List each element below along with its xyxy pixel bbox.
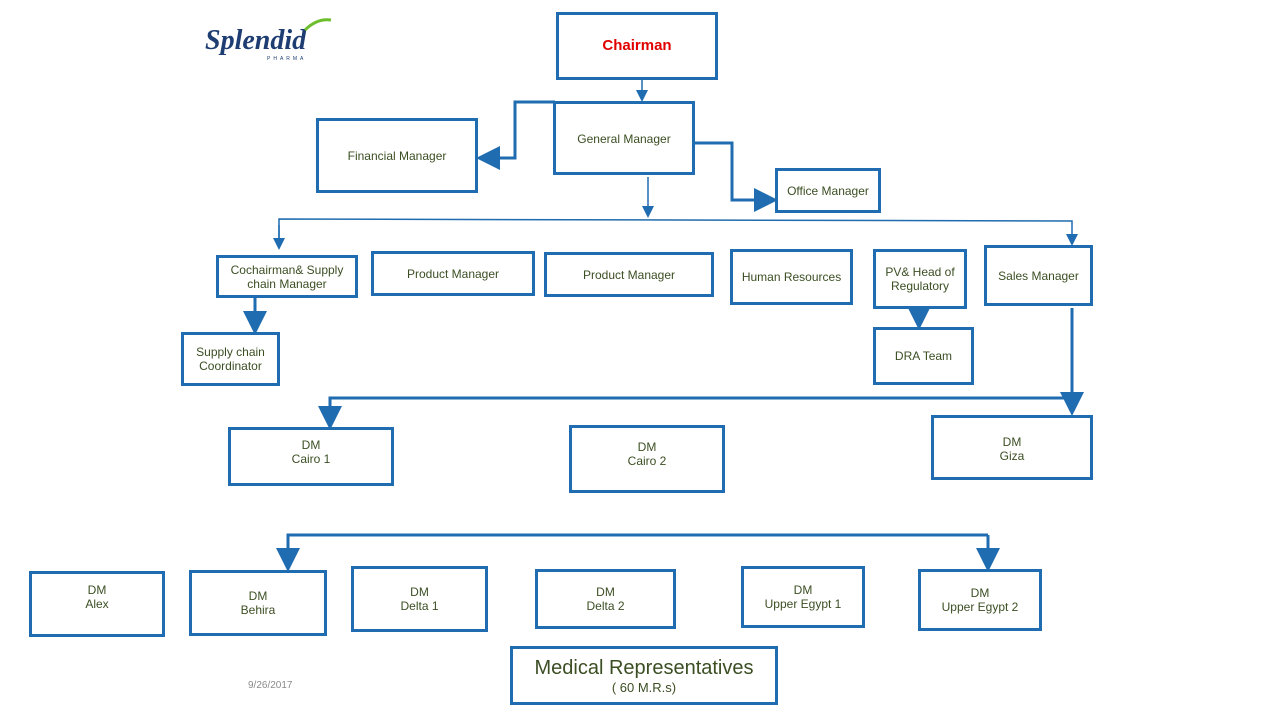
dm-alex-box: DM Alex [29,571,165,637]
product-manager-2-label: Product Manager [582,267,676,282]
dm-giza-label-1: DM [1002,435,1022,449]
dm-cairo1-label-1: DM [301,438,321,452]
splendid-logo: Splendid PHARMA [205,16,370,66]
chairman-box: Chairman [556,12,718,80]
chairman-label: Chairman [602,37,672,54]
dm-behira-box: DM Behira [189,570,327,636]
office-manager-label: Office Manager [787,183,869,198]
logo-leaf-icon [303,18,332,32]
medical-representatives-box: Medical Representatives ( 60 M.R.s) [510,646,778,705]
cochairman-label-2: chain Manager [247,276,327,291]
dm-delta2-box: DM Delta 2 [535,569,676,629]
dm-delta1-label-2: Delta 1 [400,599,439,613]
pv-head-label-1: PV& Head of [885,265,955,279]
office-manager-box: Office Manager [775,168,881,213]
dm-cairo1-box: DM Cairo 1 [228,427,394,486]
dra-team-box: DRA Team [873,327,974,385]
medical-representatives-title: Medical Representatives [534,656,754,679]
human-resources-box: Human Resources [730,249,853,305]
logo-subtext: PHARMA [267,56,306,62]
product-manager-2-box: Product Manager [544,252,714,297]
dm-upper-egypt2-label-1: DM [970,586,990,600]
dm-upper-egypt1-label-2: Upper Egypt 1 [764,597,842,611]
dm-delta1-label-1: DM [410,585,429,599]
pv-head-box: PV& Head of Regulatory [873,249,967,309]
general-manager-label: General Manager [577,132,671,146]
dm-upper-egypt1-label-1: DM [793,583,813,597]
product-manager-1-label: Product Manager [406,266,500,281]
supply-chain-label-2: Coordinator [199,359,262,373]
pv-head-label-2: Regulatory [890,279,950,293]
dm-giza-label-2: Giza [999,449,1025,463]
dm-upper-egypt1-box: DM Upper Egypt 1 [741,566,865,628]
general-manager-box: General Manager [553,101,695,175]
dm-upper-egypt2-box: DM Upper Egypt 2 [918,569,1042,631]
dm-cairo2-label-2: Cairo 2 [627,454,667,468]
dm-behira-label-1: DM [248,589,268,603]
dm-upper-egypt2-label-2: Upper Egypt 2 [941,600,1019,614]
financial-manager-box: Financial Manager [316,118,478,193]
sales-manager-label: Sales Manager [998,268,1079,283]
dm-cairo1-label-2: Cairo 1 [291,452,331,466]
dm-alex-label-1: DM [87,583,107,597]
human-resources-label: Human Resources [741,270,842,284]
dm-cairo2-label-1: DM [637,440,657,454]
dm-giza-box: DM Giza [931,415,1093,480]
product-manager-1-box: Product Manager [371,251,535,296]
dm-behira-label-2: Behira [240,603,276,617]
medical-representatives-count: ( 60 M.R.s) [611,679,677,695]
sales-manager-box: Sales Manager [984,245,1093,306]
dm-delta1-box: DM Delta 1 [351,566,488,632]
supply-chain-label-1: Supply chain [196,345,265,359]
logo-text: Splendid [205,25,307,56]
dra-team-label: DRA Team [894,349,953,363]
supply-chain-box: Supply chain Coordinator [181,332,280,386]
dm-delta2-label-2: Delta 2 [586,599,625,613]
financial-manager-label: Financial Manager [347,148,447,163]
cochairman-label-1: Cochairman& Supply [230,262,344,277]
slide-date: 9/26/2017 [248,680,293,691]
cochairman-box: Cochairman& Supply chain Manager [216,255,358,298]
dm-alex-label-2: Alex [85,597,109,611]
dm-delta2-label-1: DM [596,585,615,599]
dm-cairo2-box: DM Cairo 2 [569,425,725,493]
